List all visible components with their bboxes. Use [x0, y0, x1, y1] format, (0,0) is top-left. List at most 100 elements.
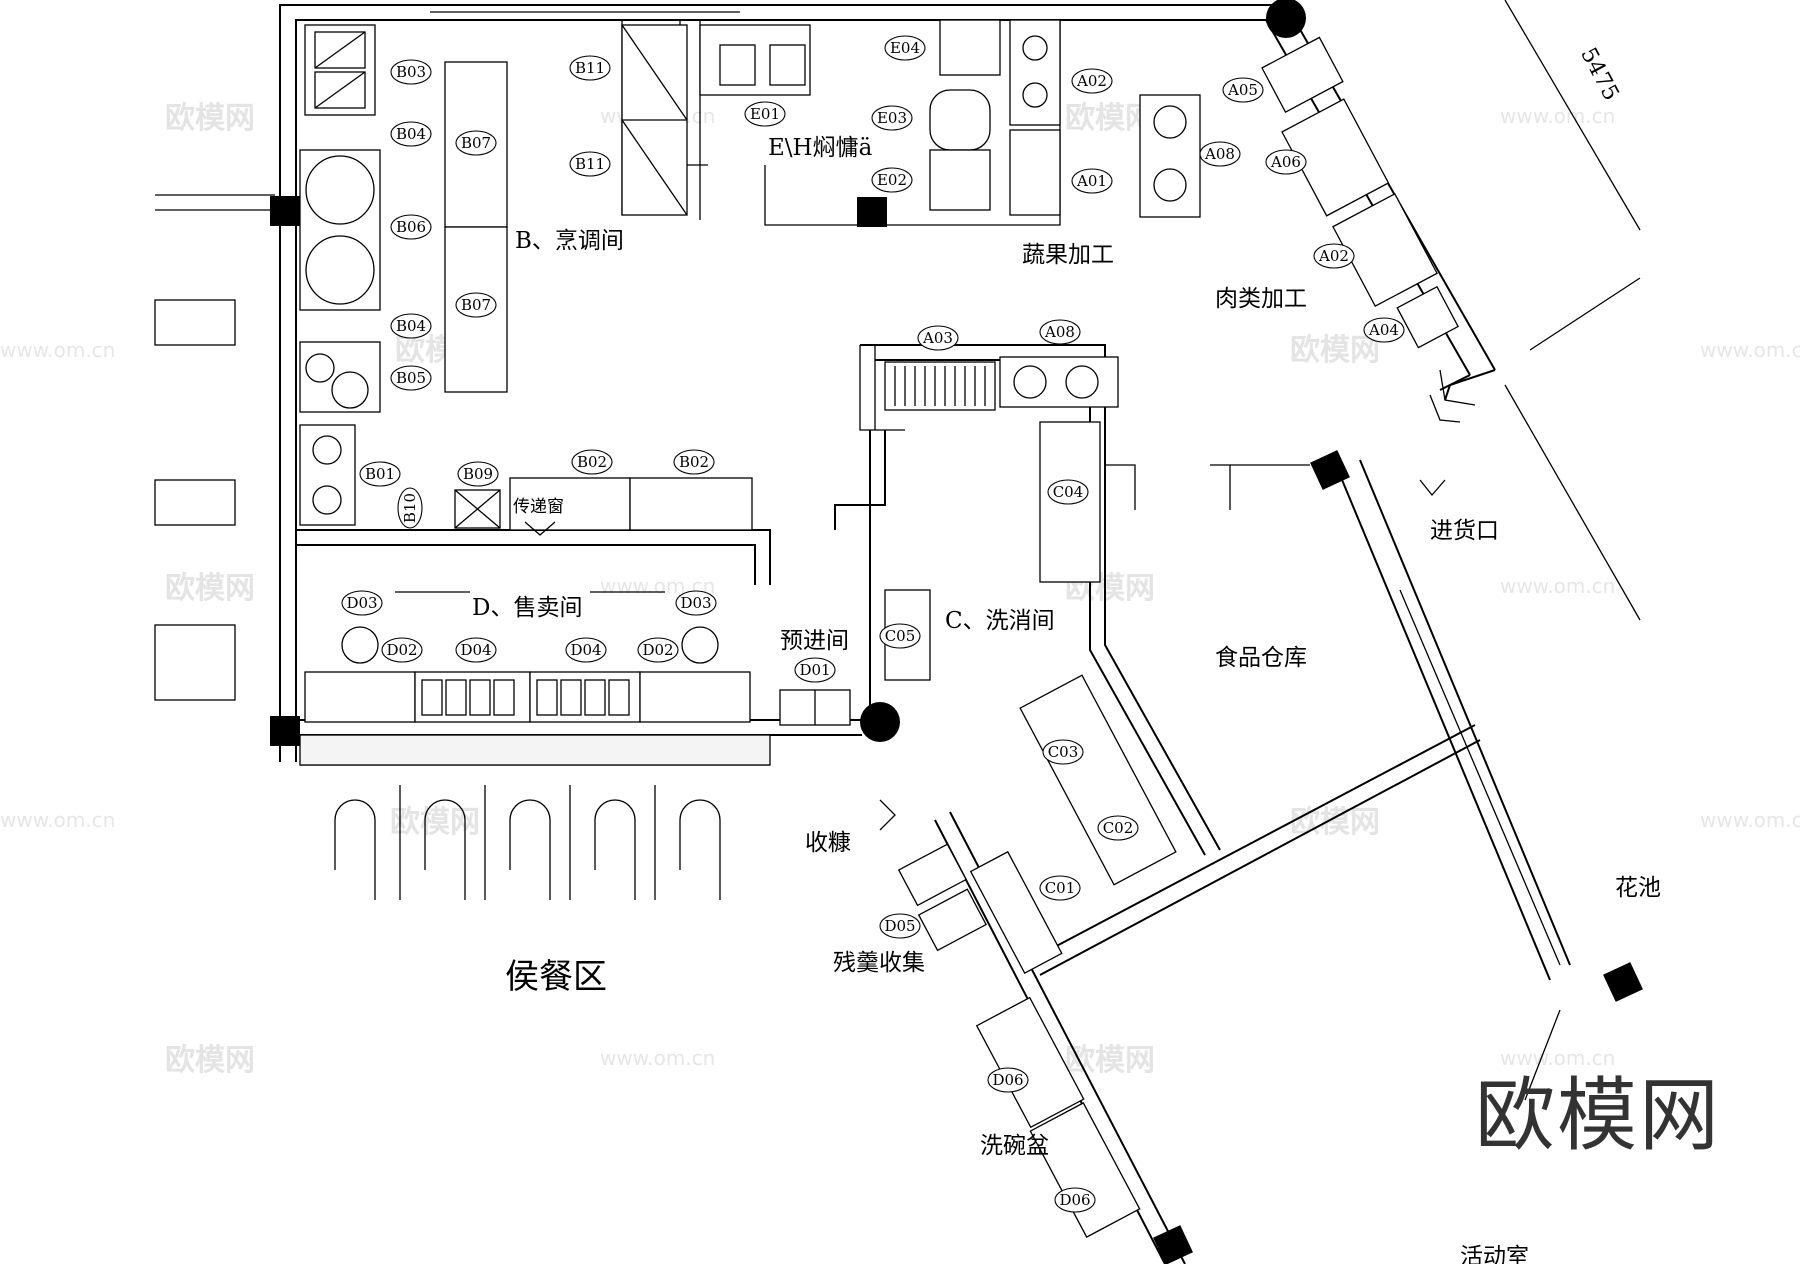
- tag-code: D06: [992, 1071, 1023, 1089]
- tag-ellipse: [359, 461, 401, 487]
- equipment-tag: D02: [381, 637, 423, 663]
- tag-code: A08: [1044, 323, 1075, 341]
- watermark-url: www.om.cn: [1500, 104, 1615, 128]
- equipment-tag: D01: [794, 657, 836, 683]
- equipment-tag: B05: [390, 365, 432, 391]
- tag-ellipse: [1265, 149, 1307, 175]
- equipment-tag: C04: [1047, 479, 1089, 505]
- equipment-tag: B02: [571, 449, 613, 475]
- tag-ellipse: [744, 101, 786, 127]
- room-label-wash: C、洗消间: [945, 608, 1055, 634]
- equipment-tag: B03: [390, 59, 432, 85]
- tag-ellipse: [390, 214, 432, 240]
- equipment-tag: C01: [1039, 875, 1081, 901]
- a03-grill-lines: [894, 366, 986, 406]
- tag-ellipse: [569, 151, 611, 177]
- tag-ellipse: [390, 365, 432, 391]
- tag-code: E02: [877, 171, 907, 189]
- equipment-tag: D04: [455, 637, 497, 663]
- tag-code: C05: [885, 627, 916, 645]
- equipment-tag: B07: [455, 130, 497, 156]
- tag-ellipse: [879, 913, 921, 939]
- room-label-flower: 花池: [1615, 875, 1661, 901]
- equipment-tag: A06: [1265, 149, 1307, 175]
- tag-ellipse: [1222, 77, 1264, 103]
- room-label-pre-entry: 预进间: [780, 628, 849, 654]
- tag-ellipse: [455, 292, 497, 318]
- entry-arrows: [879, 479, 1446, 831]
- tag-code: A01: [1076, 172, 1107, 190]
- tag-ellipse: [569, 55, 611, 81]
- tag-ellipse: [1199, 141, 1241, 167]
- room-label-meat: 肉类加工: [1215, 286, 1307, 312]
- tag-code: D04: [570, 641, 601, 659]
- equipment-tag: D04: [565, 637, 607, 663]
- tag-code: D02: [386, 641, 417, 659]
- equipment-tag: B04: [390, 313, 432, 339]
- equipment-tag: D05: [879, 913, 921, 939]
- tag-code: B09: [463, 465, 493, 483]
- wash-room-equipment: [884, 356, 1177, 974]
- room-label-waiting: 侯餐区: [505, 957, 607, 997]
- tag-code: C04: [1053, 483, 1084, 501]
- equipment-tag: E02: [871, 167, 913, 193]
- dishwash-sinks: [897, 843, 1141, 1238]
- d04-pans-right: [536, 679, 630, 716]
- equipment-tag: A08: [1199, 141, 1241, 167]
- tag-ellipse: [390, 313, 432, 339]
- tag-code: D02: [642, 641, 673, 659]
- equipment-tag: B01: [359, 461, 401, 487]
- equipment-tag: E04: [884, 35, 926, 61]
- tag-ellipse: [917, 325, 959, 351]
- tag-ellipse: [1042, 739, 1084, 765]
- equipment-tag: A04: [1363, 317, 1405, 343]
- tag-code: B11: [575, 155, 605, 173]
- room-label-vegetable: 蔬果加工: [1022, 242, 1114, 268]
- tag-ellipse: [1313, 243, 1355, 269]
- tag-ellipse: [1039, 319, 1081, 345]
- equipment-tag: E01: [744, 101, 786, 127]
- tag-ellipse: [879, 623, 921, 649]
- d04-pans-left: [421, 679, 515, 716]
- tag-ellipse: [565, 637, 607, 663]
- tag-ellipse: [1097, 815, 1139, 841]
- room-label-sales: D、售卖间: [472, 595, 582, 621]
- tag-ellipse: [794, 657, 836, 683]
- tag-ellipse: [457, 461, 499, 487]
- tag-ellipse: [1054, 1187, 1096, 1213]
- equipment-tag: C03: [1042, 739, 1084, 765]
- room-label-warehouse: 食品仓库: [1215, 645, 1307, 671]
- equipment-tag: C05: [879, 623, 921, 649]
- equipment-tag: A02: [1071, 68, 1113, 94]
- tag-code: E03: [877, 109, 907, 127]
- tag-code: B01: [365, 465, 395, 483]
- tag-code: B06: [396, 218, 426, 236]
- equipment-tag: B04: [390, 121, 432, 147]
- tag-code: B11: [575, 59, 605, 77]
- tag-code: A03: [922, 329, 953, 347]
- tag-ellipse: [884, 35, 926, 61]
- tag-code: A06: [1270, 153, 1301, 171]
- equipment-tag: B10: [397, 487, 423, 529]
- tag-ellipse: [455, 130, 497, 156]
- watermark: 欧模网: [165, 1043, 255, 1078]
- tag-code: B07: [461, 296, 491, 314]
- watermark-url: www.om.cn: [600, 1046, 715, 1070]
- equipment-tag: B11: [569, 55, 611, 81]
- equipment-tag: B06: [390, 214, 432, 240]
- tag-ellipse: [397, 487, 423, 529]
- equipment-tag: C02: [1097, 815, 1139, 841]
- room-label-delivery: 进货口: [1430, 518, 1499, 544]
- equipment-tag: D06: [1054, 1187, 1096, 1213]
- tag-ellipse: [381, 637, 423, 663]
- tag-ellipse: [341, 590, 383, 616]
- tag-code: D06: [1059, 1191, 1090, 1209]
- equipment-tag: D03: [341, 590, 383, 616]
- tag-ellipse: [871, 105, 913, 131]
- room-labels: B、烹调间 E\H焖慵ä 蔬果加工 肉类加工 D、售卖间 C、洗消间 预进间 食…: [472, 44, 1661, 1264]
- tag-ellipse: [390, 121, 432, 147]
- tag-code: B04: [396, 317, 426, 335]
- watermark-url: www.om.cn: [0, 808, 115, 832]
- sales-room-equipment: [299, 591, 851, 766]
